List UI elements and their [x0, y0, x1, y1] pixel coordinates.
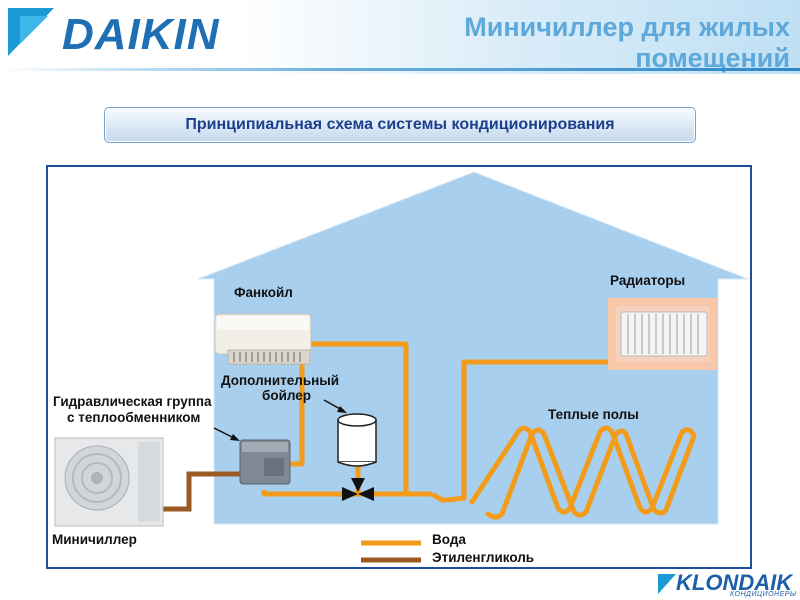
daikin-logo: DAIKIN	[6, 4, 268, 62]
diagram-title-banner: Принципиальная схема системы кондиционир…	[104, 107, 696, 143]
label-hydro-line2: с теплообменником	[67, 410, 201, 425]
label-boiler-line1: Дополнительный	[221, 373, 340, 388]
label-arrows	[213, 399, 347, 441]
boiler-tank	[337, 413, 377, 467]
label-boiler-line2: бойлер	[262, 388, 312, 403]
label-minichiller: Миничиллер	[52, 532, 137, 547]
klondaik-text: KLONDAIK	[676, 570, 793, 595]
label-fancoil: Фанкойл	[234, 285, 293, 300]
underfloor-coil	[469, 425, 697, 520]
legend-label-water: Вода	[432, 532, 466, 547]
logo-text: DAIKIN	[62, 10, 220, 59]
house-shape	[197, 171, 749, 525]
klondaik-mark-icon	[658, 574, 676, 594]
glycol-pipe	[162, 471, 240, 512]
hydraulic-group	[239, 439, 291, 485]
fancoil-unit	[214, 313, 312, 365]
klondaik-subtext: КОНДИЦИОНЕРЫ	[730, 591, 797, 598]
page-title: Миничиллер для жилых помещений	[464, 12, 790, 73]
minichiller-unit	[54, 437, 164, 527]
label-hydro-line1: Гидравлическая группа	[53, 394, 212, 409]
header-divider	[0, 68, 800, 71]
label-radiators: Радиаторы	[610, 273, 686, 288]
diagram-frame	[46, 165, 752, 569]
legend-label-glycol: Этиленгликоль	[432, 550, 535, 565]
header-band	[0, 0, 800, 74]
daikin-logo-mark-icon	[8, 8, 54, 56]
radiator-unit	[608, 298, 718, 370]
diagram-canvas	[54, 171, 749, 563]
label-floors: Теплые полы	[548, 407, 639, 422]
klondaik-logo: KLONDAIK КОНДИЦИОНЕРЫ	[656, 570, 796, 600]
three-way-valve	[342, 478, 374, 501]
